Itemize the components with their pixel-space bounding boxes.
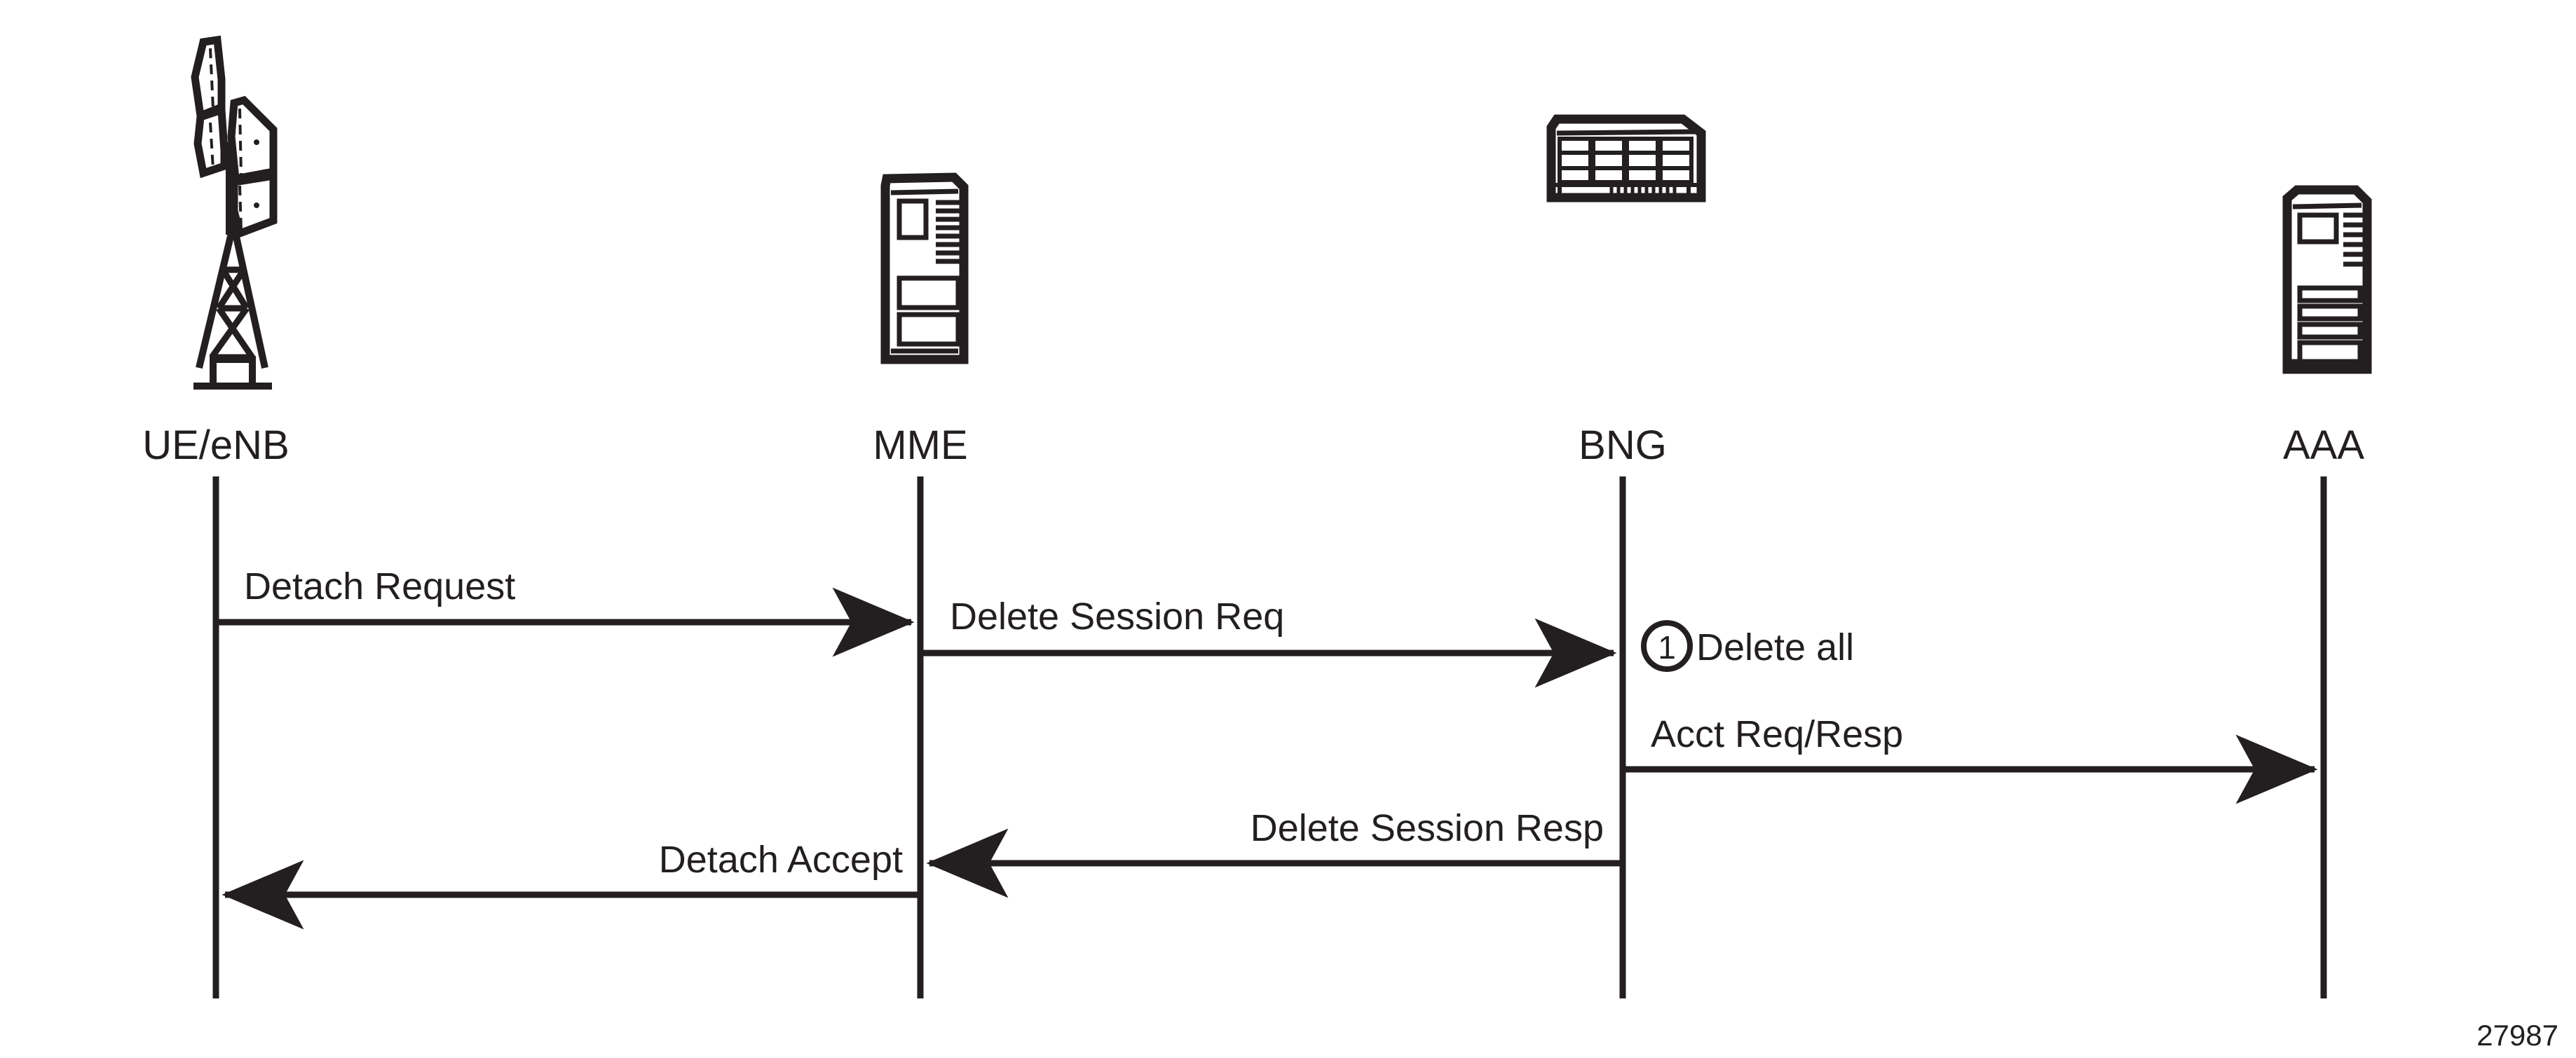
- message-label-acct-req-resp: Acct Req/Resp: [1651, 713, 1903, 755]
- step-number-circle: [1641, 620, 1693, 672]
- router-chassis-icon: [1546, 114, 1706, 202]
- message-label-delete-session-req: Delete Session Req: [950, 596, 1284, 638]
- message-label-delete-session-resp: Delete Session Resp: [1250, 807, 1604, 849]
- message-label-detach-request: Detach Request: [244, 565, 515, 607]
- lifeline-label-mme: MME: [873, 422, 967, 468]
- server-tower-icon-mme: [880, 172, 969, 364]
- cell-tower-icon: [191, 35, 278, 390]
- server-tower-icon-aaa: [2282, 185, 2372, 374]
- note-label-delete-all: Delete all: [1696, 626, 1854, 668]
- lifeline-label-bng: BNG: [1579, 422, 1667, 468]
- lifeline-label-aaa: AAA: [2283, 422, 2364, 468]
- message-label-detach-accept: Detach Accept: [659, 839, 903, 881]
- figure-id-label: 27987: [2476, 1019, 2558, 1052]
- lifeline-label-ue: UE/eNB: [142, 422, 289, 468]
- step-number-label: 1: [1658, 629, 1676, 666]
